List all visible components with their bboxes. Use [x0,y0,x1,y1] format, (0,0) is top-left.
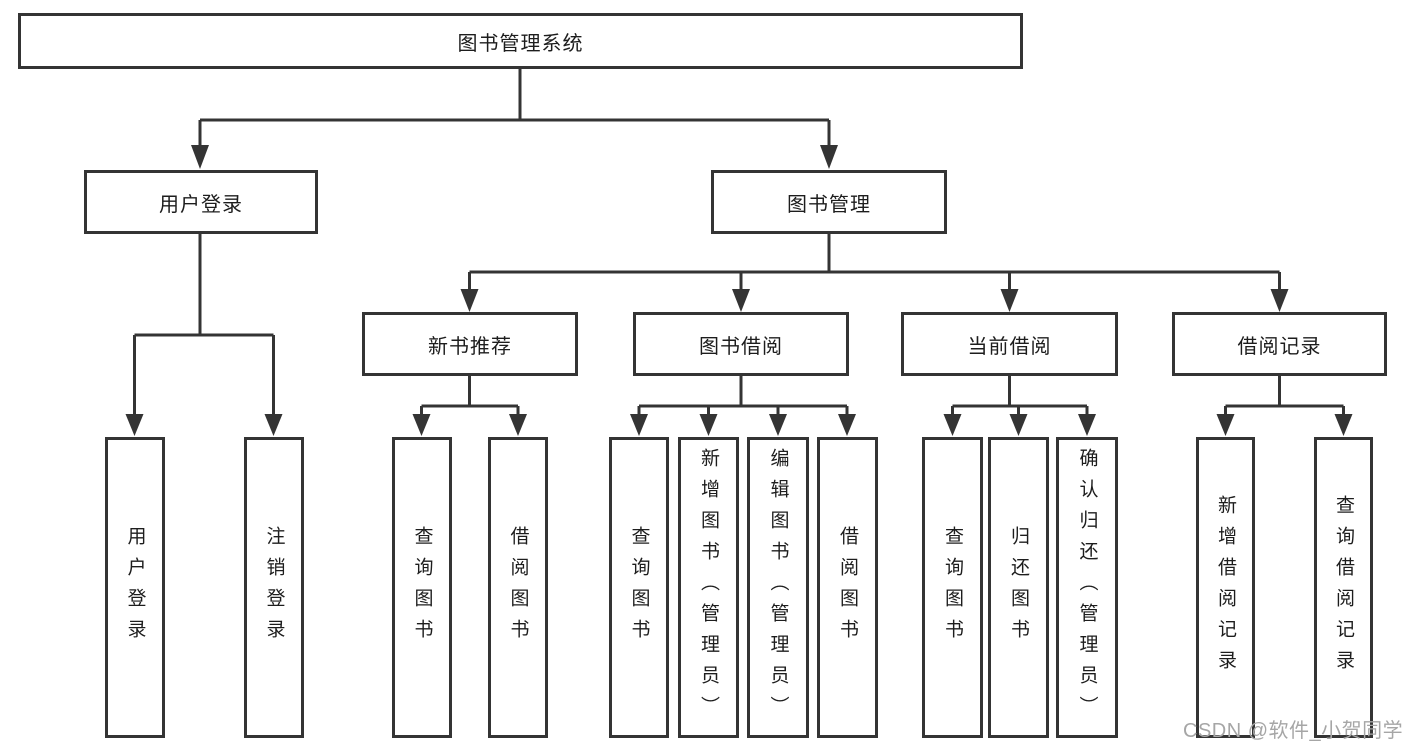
leaf-label: 查询图书 [628,525,650,650]
leaf-label: 借阅图书 [507,525,529,650]
leaf-add-books-admin: 新增图书（管理员） [678,437,739,738]
arrow-down-icon [460,289,479,312]
node-current-borrow: 当前借阅 [901,312,1118,376]
arrow-down-icon [509,414,527,436]
arrow-down-icon [732,289,750,312]
node-label: 图书借阅 [699,335,783,358]
node-label: 用户登录 [159,193,243,216]
leaf-borrow-books: 借阅图书 [817,437,878,738]
leaf-query-books-recommend: 查询图书 [392,437,452,738]
leaf-label: 新增借阅记录 [1215,494,1236,681]
node-book-management: 图书管理 [711,170,947,234]
arrow-down-icon [1078,414,1096,436]
arrow-down-icon [769,414,787,436]
connector-strokes [133,68,1345,416]
arrow-down-icon [1000,289,1019,312]
arrow-down-icon [412,414,431,436]
arrow-down-icon [820,145,838,169]
arrowheads [125,145,1353,436]
leaf-label: 用户登录 [124,525,146,650]
arrow-down-icon [264,414,283,436]
leaf-query-books-borrow: 查询图书 [609,437,669,738]
node-label: 图书管理系统 [457,32,584,55]
node-user-login-group: 用户登录 [84,170,318,234]
leaf-label: 归还图书 [1008,525,1029,650]
leaf-edit-books-admin: 编辑图书（管理员） [747,437,809,738]
node-label: 借阅记录 [1237,335,1322,358]
leaf-label: 查询图书 [942,525,963,650]
node-label: 当前借阅 [967,335,1052,358]
node-new-book-recommend: 新书推荐 [362,312,578,376]
leaf-logout: 注销登录 [244,437,304,738]
node-library-management-system: 图书管理系统 [18,13,1023,69]
leaf-query-books-current: 查询图书 [922,437,983,738]
arrow-down-icon [1216,414,1235,436]
watermark: CSDN @软件_小贺同学 [1183,720,1404,742]
leaf-return-books: 归还图书 [988,437,1049,738]
node-label: 图书管理 [787,193,871,216]
leaf-label: 查询图书 [411,525,433,650]
leaf-borrow-books-recommend: 借阅图书 [488,437,548,738]
arrow-down-icon [1270,289,1289,312]
leaf-query-borrow-record: 查询借阅记录 [1314,437,1373,738]
arrow-down-icon [699,414,718,436]
arrow-down-icon [1334,414,1353,436]
leaf-add-borrow-record: 新增借阅记录 [1196,437,1255,738]
node-book-borrow: 图书借阅 [633,312,849,376]
arrow-down-icon [943,414,962,436]
node-label: 新书推荐 [428,335,512,358]
leaf-label: 新增图书（管理员） [698,448,719,727]
leaf-confirm-return-admin: 确认归还（管理员） [1056,437,1118,738]
leaf-user-login: 用户登录 [105,437,165,738]
leaf-label: 编辑图书（管理员） [767,448,789,727]
node-borrow-records: 借阅记录 [1172,312,1387,376]
arrow-down-icon [1009,414,1028,436]
leaf-label: 注销登录 [263,525,285,650]
arrow-down-icon [630,414,648,436]
arrow-down-icon [191,145,209,169]
leaf-label: 借阅图书 [837,525,858,650]
leaf-label: 确认归还（管理员） [1076,448,1098,727]
arrow-down-icon [125,414,144,436]
leaf-label: 查询借阅记录 [1333,494,1354,681]
arrow-down-icon [838,414,856,436]
